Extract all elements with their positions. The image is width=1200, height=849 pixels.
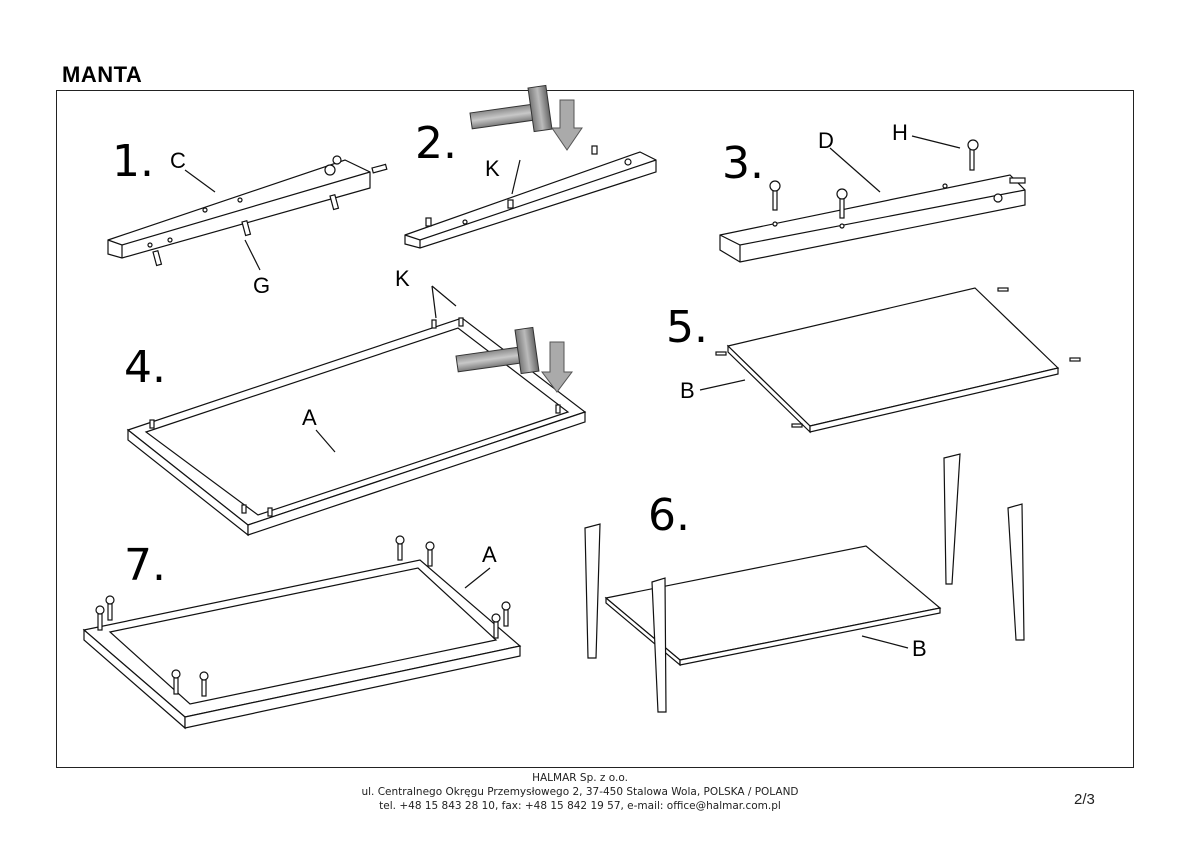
step5-panel [699, 287, 1081, 434]
part-c-label: C [170, 148, 186, 173]
arrow-down-icon [541, 341, 573, 393]
footer-contact: tel. +48 15 843 28 10, fax: +48 15 842 1… [379, 800, 781, 812]
part-h-label: H [892, 120, 908, 145]
step-1-label: 1. [112, 136, 154, 187]
hammer-icon [469, 84, 553, 133]
step-7-label: 7. [124, 540, 166, 591]
step6-assembly [584, 453, 1025, 713]
step1-rail [107, 155, 388, 271]
footer-address: ul. Centralnego Okręgu Przemysłowego 2, … [361, 786, 799, 798]
step4-frame [126, 285, 587, 537]
part-d-label: D [818, 128, 834, 153]
diagram-frame [56, 90, 1134, 768]
document-title: MANTA [62, 62, 143, 87]
step-6-label: 6. [648, 490, 690, 541]
part-b-label-step5: B [680, 378, 695, 403]
part-a-label-step4: A [302, 405, 317, 430]
step-2-label: 2. [415, 118, 457, 169]
part-k-label-step4: K [395, 266, 410, 291]
part-g-label: G [253, 273, 270, 298]
part-b-label-step6: B [912, 636, 927, 661]
footer: HALMAR Sp. z o.o. ul. Centralnego Okręgu… [300, 771, 860, 813]
page-number: 2/3 [1074, 791, 1095, 808]
step7-frame [82, 535, 522, 730]
hammer-icon [455, 326, 540, 375]
arrow-down-icon [551, 99, 583, 151]
step-5-label: 5. [666, 302, 708, 353]
part-k-label-step2: K [485, 156, 500, 181]
step2-rail [404, 145, 657, 249]
footer-company: HALMAR Sp. z o.o. [532, 772, 628, 784]
part-a-label-step7: A [482, 542, 497, 567]
step3-rail [719, 135, 1026, 263]
step-4-label: 4. [124, 342, 166, 393]
step-3-label: 3. [722, 138, 764, 189]
